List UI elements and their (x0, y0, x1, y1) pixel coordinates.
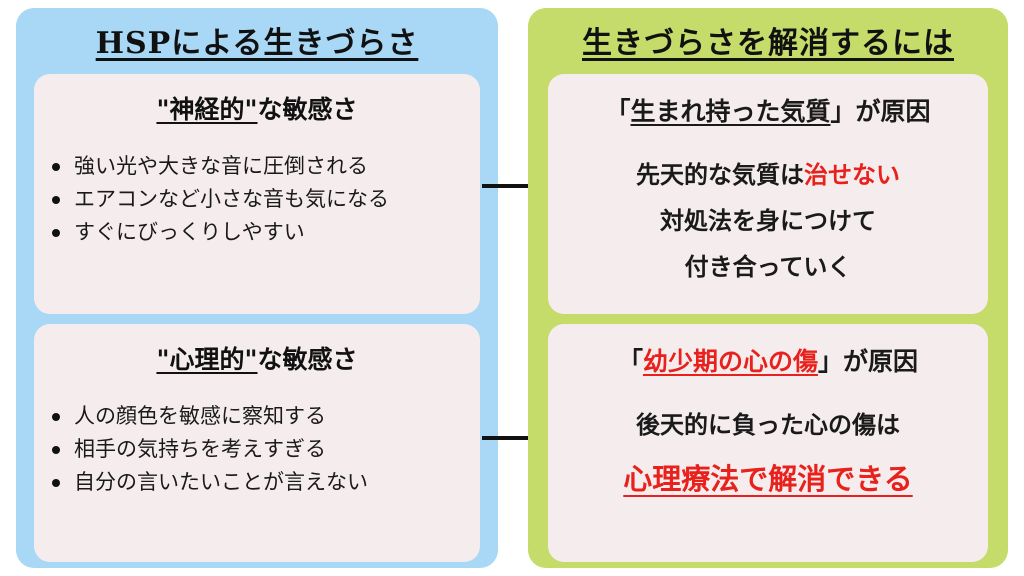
list-item: 自分の言いたいことが言えない (52, 468, 480, 497)
bullet-dot-icon (52, 478, 60, 487)
bullet-dot-icon (52, 412, 60, 421)
neural-sensitivity-card: "神経的"な敏感さ 強い光や大きな音に圧倒される エアコンなど小さな音も気になる… (34, 74, 480, 314)
list-item-text: 強い光や大きな音に圧倒される (74, 154, 368, 178)
innate-cause-text: 生まれ持った気質 (630, 97, 831, 126)
innate-line-2: 対処法を身につけて (660, 206, 876, 235)
list-item-text: 相手の気持ちを考えすぎる (74, 437, 326, 461)
list-item: 相手の気持ちを考えすぎる (52, 435, 480, 464)
bullet-dot-icon (52, 195, 60, 204)
solution-panel-title-text: 生きづらさを解消するには (582, 26, 954, 61)
close-bracket: 」 (830, 97, 856, 126)
innate-line-1: 先天的な気質は治せない (548, 152, 988, 198)
childhood-cause-title: 「幼少期の心の傷」が原因 (548, 342, 988, 378)
solution-panel: 生きづらさを解消するには 「生まれ持った気質」が原因 先天的な気質は治せない 対… (528, 8, 1008, 568)
list-item: エアコンなど小さな音も気になる (52, 185, 480, 214)
list-item-text: すぐにびっくりしやすい (74, 220, 305, 244)
psychological-sensitivity-title: "心理的"な敏感さ (34, 340, 480, 376)
psychological-sensitivity-card: "心理的"な敏感さ 人の顔色を敏感に察知する 相手の気持ちを考えすぎる 自分の言… (34, 324, 480, 562)
neural-sensitivity-title-quoted: "神経的" (156, 95, 258, 124)
bullet-dot-icon (52, 445, 60, 454)
bullet-dot-icon (52, 228, 60, 237)
open-bracket: 「 (617, 347, 643, 376)
solution-panel-title: 生きづらさを解消するには (528, 8, 1008, 72)
psychological-sensitivity-title-rest: な敏感さ (257, 345, 358, 374)
innate-line-1-prefix: 先天的な気質は (636, 160, 804, 189)
innate-line-3: 付き合っていく (684, 252, 852, 281)
childhood-body: 後天的に負った心の傷は (548, 402, 988, 448)
list-item: 強い光や大きな音に圧倒される (52, 152, 480, 181)
list-item-text: エアコンなど小さな音も気になる (74, 187, 389, 211)
childhood-wound-card: 「幼少期の心の傷」が原因 後天的に負った心の傷は 心理療法で解消できる (548, 324, 988, 562)
list-item-text: 人の顔色を敏感に察知する (74, 404, 326, 428)
hsp-difficulties-panel: HSPによる生きづらさ "神経的"な敏感さ 強い光や大きな音に圧倒される エアコ… (16, 8, 498, 568)
innate-line-1-highlight: 治せない (804, 160, 900, 189)
neural-sensitivity-title: "神経的"な敏感さ (34, 90, 480, 126)
childhood-cause-text: 幼少期の心の傷 (642, 347, 818, 376)
psychological-sensitivity-list: 人の顔色を敏感に察知する 相手の気持ちを考えすぎる 自分の言いたいことが言えない (34, 402, 480, 497)
bullet-dot-icon (52, 162, 60, 171)
list-item: 人の顔色を敏感に察知する (52, 402, 480, 431)
therapy-highlight: 心理療法で解消できる (623, 462, 913, 496)
innate-body: 先天的な気質は治せない 対処法を身につけて 付き合っていく (548, 152, 988, 290)
innate-cause-title: 「生まれ持った気質」が原因 (548, 92, 988, 128)
open-bracket: 「 (605, 97, 631, 126)
close-bracket: 」 (818, 347, 844, 376)
cause-suffix: が原因 (855, 97, 931, 126)
hsp-panel-title: HSPによる生きづらさ (16, 8, 498, 72)
childhood-line-1: 後天的に負った心の傷は (636, 410, 900, 439)
hsp-panel-title-text: HSPによる生きづらさ (95, 26, 419, 61)
psychological-sensitivity-title-quoted: "心理的" (156, 345, 258, 374)
neural-sensitivity-list: 強い光や大きな音に圧倒される エアコンなど小さな音も気になる すぐにびっくりしや… (34, 152, 480, 247)
neural-sensitivity-title-rest: な敏感さ (257, 95, 358, 124)
cause-suffix: が原因 (843, 347, 919, 376)
innate-temperament-card: 「生まれ持った気質」が原因 先天的な気質は治せない 対処法を身につけて 付き合っ… (548, 74, 988, 314)
list-item-text: 自分の言いたいことが言えない (74, 470, 368, 494)
list-item: すぐにびっくりしやすい (52, 218, 480, 247)
